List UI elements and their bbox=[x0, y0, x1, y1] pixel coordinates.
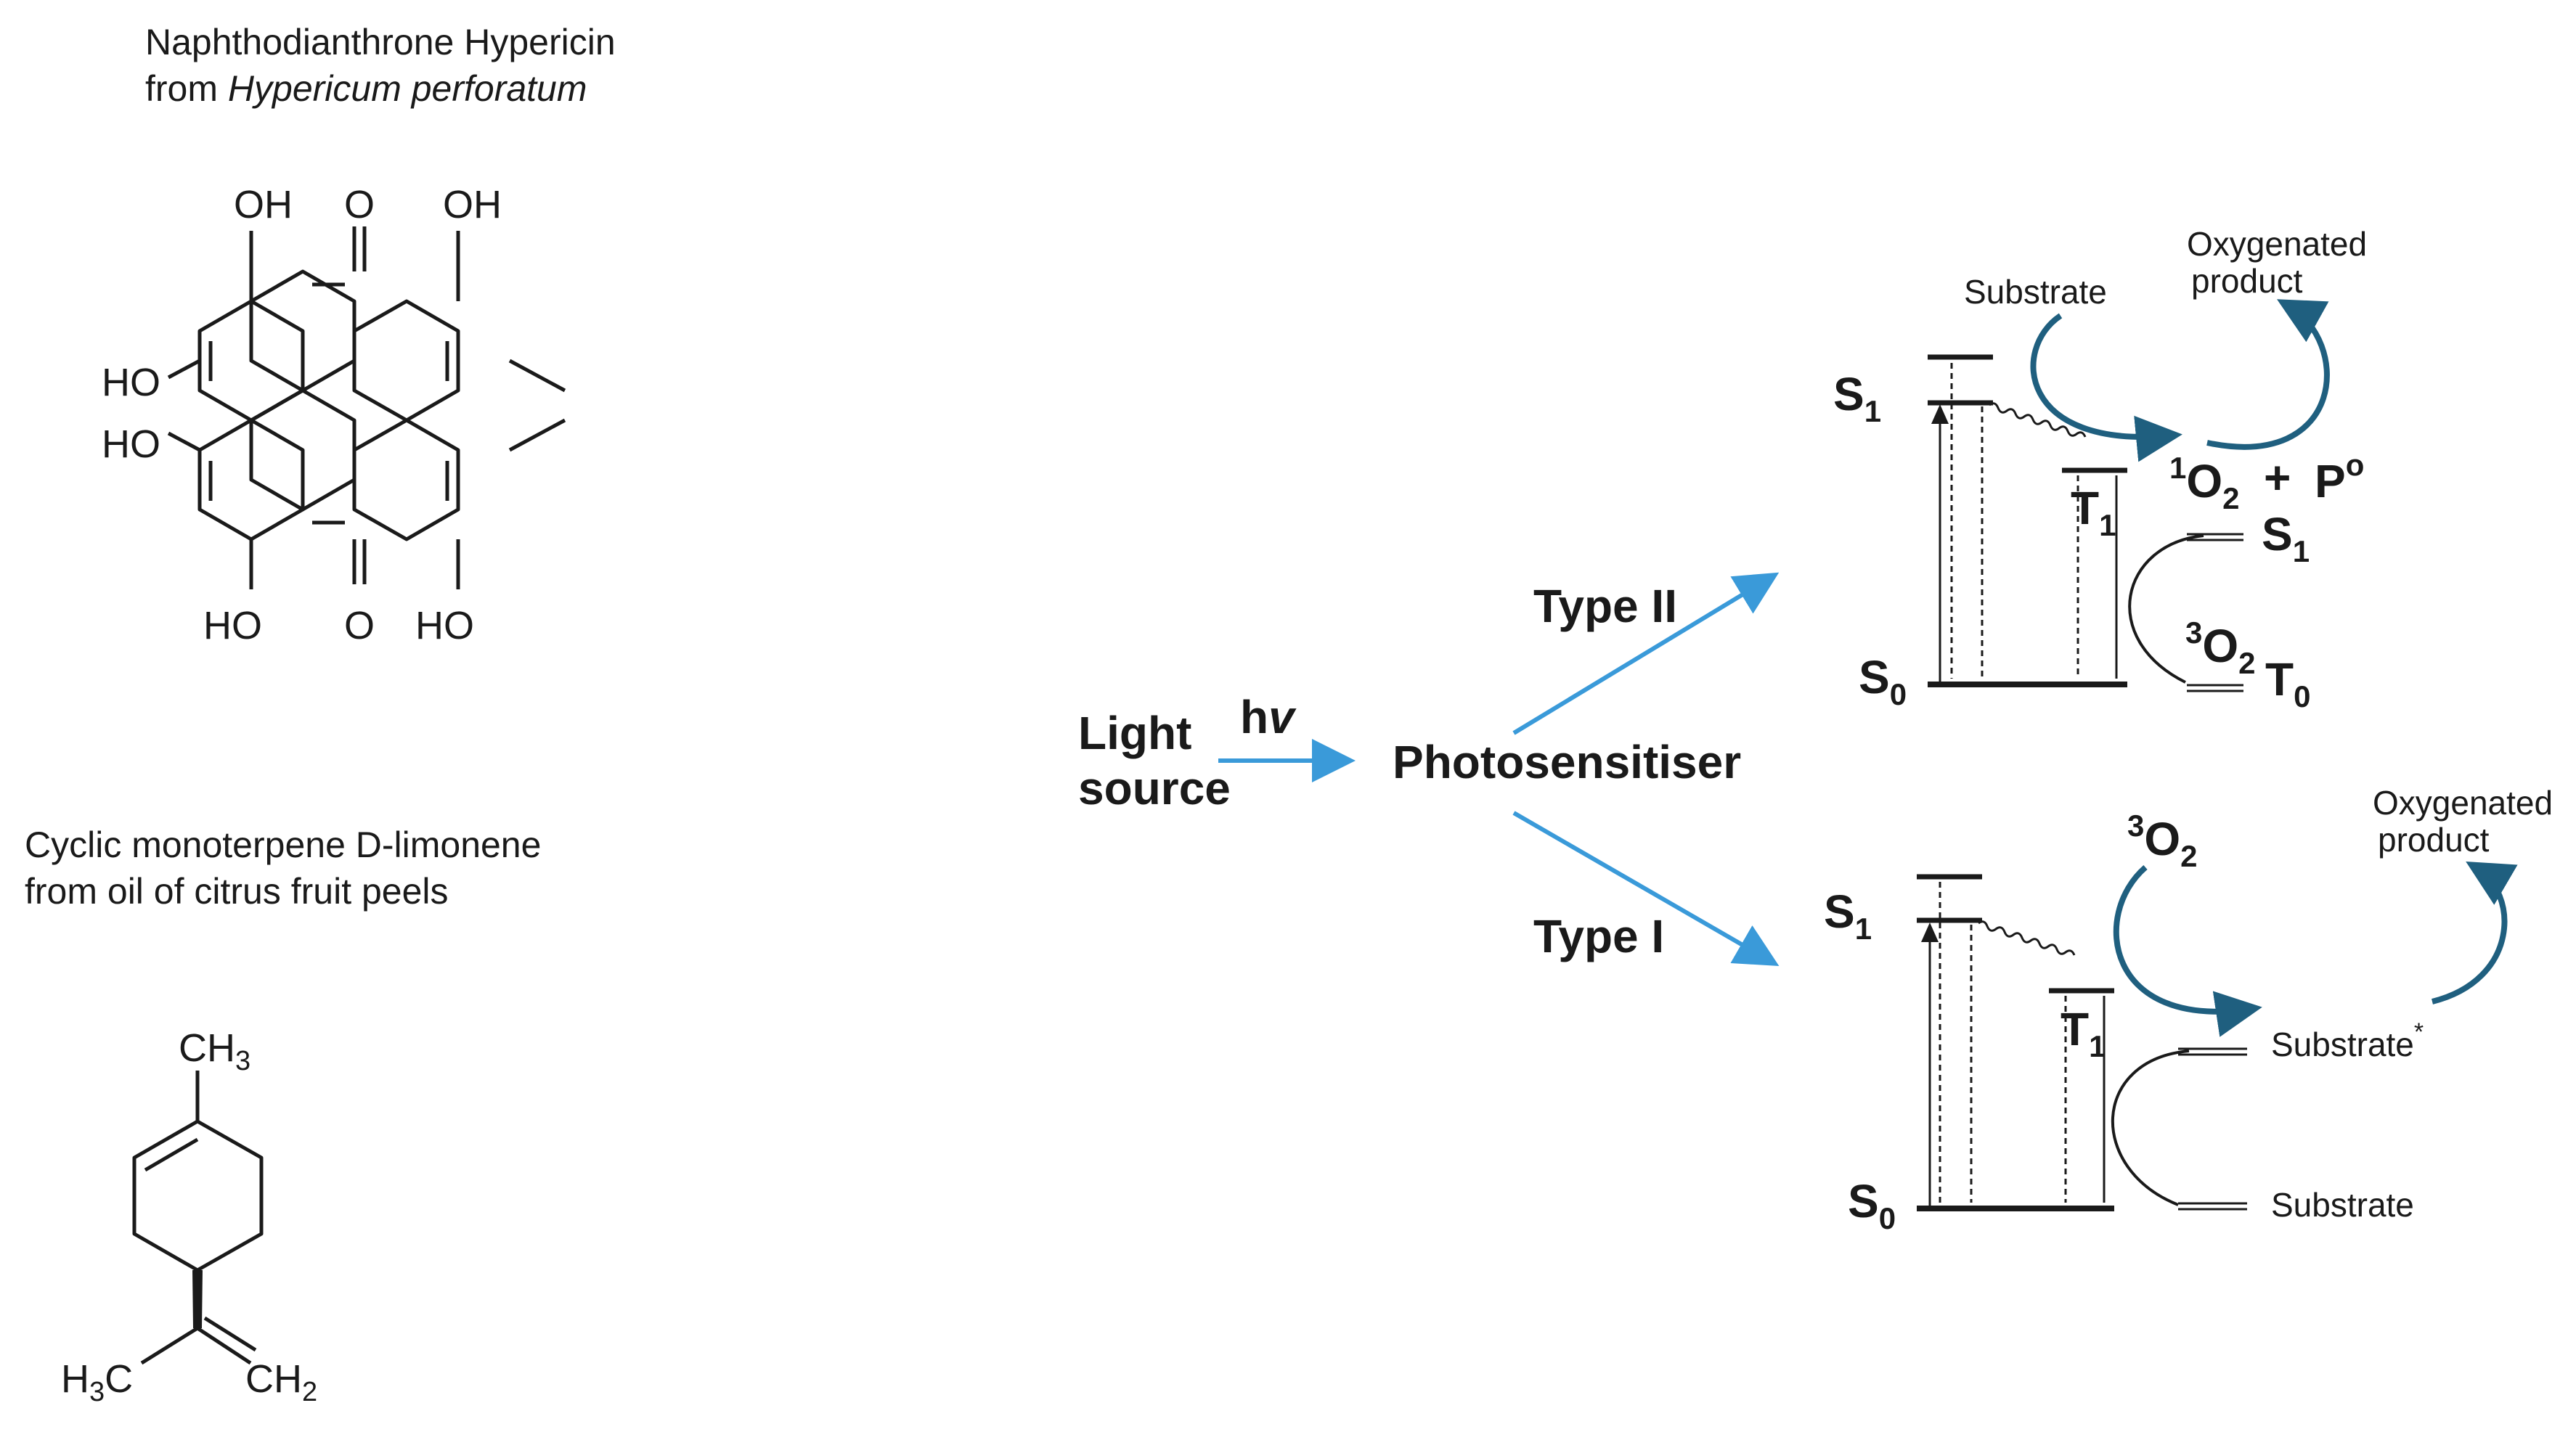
type1-triplet-o: O bbox=[2144, 813, 2180, 865]
type2-t0-t: T bbox=[2265, 653, 2294, 705]
type1-excited-substrate: Substrate* bbox=[2271, 1018, 2424, 1063]
type1-s0-label: S0 bbox=[1848, 1175, 1896, 1235]
type2-t1-t: T bbox=[2071, 482, 2099, 534]
type2-p-sup: o bbox=[2346, 448, 2365, 482]
hypericin-species-name: Hypericum perforatum bbox=[227, 68, 587, 109]
type2-singlet-sub: 2 bbox=[2222, 481, 2239, 515]
type1-s0-sub: 0 bbox=[1879, 1201, 1896, 1235]
type2-s1-s: S bbox=[1833, 368, 1864, 420]
limonene-ch3-c: C bbox=[179, 1026, 207, 1070]
type2-oxygenated-line1: Oxygenated bbox=[2187, 225, 2367, 263]
type2-ps-s1-sub: 1 bbox=[2293, 534, 2310, 568]
hypericin-caption: Naphthodianthrone Hypericin from Hyperic… bbox=[145, 19, 616, 112]
type1-triplet-sup: 3 bbox=[2127, 809, 2144, 843]
type1-arrow bbox=[1512, 811, 1780, 967]
limonene-ch2-sub: 2 bbox=[302, 1377, 317, 1407]
type2-triplet-oxygen: 3O2 bbox=[2185, 615, 2256, 680]
limonene-caption: Cyclic monoterpene D-limonene from oil o… bbox=[25, 822, 541, 915]
type2-substrate-cycle-arrow bbox=[2030, 313, 2182, 462]
hypericin-ho-lower-left: HO bbox=[102, 422, 160, 466]
type1-t1-sub: 1 bbox=[2089, 1029, 2106, 1063]
type2-product-cycle-arrow bbox=[2206, 299, 2330, 450]
type2-t1-label: T1 bbox=[2071, 482, 2116, 542]
limonene-ch3-sub: 3 bbox=[235, 1046, 250, 1076]
hypericin-o-bottom: O bbox=[344, 604, 375, 647]
type2-p: P bbox=[2315, 455, 2346, 507]
type2-s0-label: S0 bbox=[1859, 651, 1907, 711]
limonene-atom-labels: CH3 H3C CH2 bbox=[61, 1026, 317, 1407]
limonene-h3c-h: H bbox=[61, 1357, 89, 1401]
type1-triplet-oxygen: 3O2 bbox=[2127, 809, 2198, 873]
type2-label: Type II bbox=[1533, 580, 1677, 632]
type2-arrow bbox=[1512, 572, 1780, 735]
type1-oxygenated-line1: Oxygenated bbox=[2373, 784, 2553, 822]
type1-s1-s: S bbox=[1824, 885, 1855, 938]
limonene-ch2: CH2 bbox=[245, 1357, 317, 1407]
limonene-ch2-h: H bbox=[274, 1357, 302, 1401]
hypericin-ho-bottom-right: HO bbox=[415, 604, 474, 647]
type1-ground-substrate: Substrate bbox=[2271, 1186, 2414, 1224]
type2-t0-label: T0 bbox=[2265, 653, 2310, 713]
type1-triplet-sub: 2 bbox=[2180, 839, 2197, 873]
type2-s0-s: S bbox=[1859, 651, 1890, 703]
type1-product-cycle-arrow bbox=[2432, 861, 2518, 1005]
type1-label: Type I bbox=[1533, 910, 1664, 962]
limonene-caption-line1: Cyclic monoterpene D-limonene bbox=[25, 825, 542, 865]
type2-ps-s1-label: S1 bbox=[2262, 508, 2310, 568]
limonene-ch3: CH3 bbox=[179, 1026, 250, 1076]
type2-singlet-oxygen: 1O2 bbox=[2169, 451, 2240, 515]
type2-plus: + bbox=[2264, 451, 2291, 504]
type2-singlet-o: O bbox=[2186, 455, 2222, 507]
hypericin-o-top: O bbox=[344, 183, 375, 226]
type2-substrate-label: Substrate bbox=[1964, 273, 2107, 311]
limonene-h3c-c: C bbox=[105, 1357, 133, 1401]
limonene-ch3-h: H bbox=[207, 1026, 235, 1070]
type2-s0-sub: 0 bbox=[1890, 677, 1907, 711]
hv-h: h bbox=[1240, 691, 1268, 743]
hv-nu: v bbox=[1268, 691, 1297, 743]
type1-s1-label: S1 bbox=[1824, 885, 1872, 946]
central-scheme: Light source hv Photosensitiser Type II … bbox=[1078, 572, 1780, 967]
limonene-structure bbox=[132, 1071, 264, 1365]
hypericin-caption-prefix: from bbox=[145, 68, 228, 109]
type1-oxygen-cycle-arrow bbox=[2113, 864, 2262, 1037]
type1-s1-sub: 1 bbox=[1855, 912, 1872, 946]
type1-t1-t: T bbox=[2061, 1003, 2089, 1055]
type2-ps-s1-s: S bbox=[2262, 508, 2293, 560]
type2-t0-sub: 0 bbox=[2294, 679, 2310, 713]
hypericin-ho-bottom-left: HO bbox=[203, 604, 262, 647]
light-label-line2: source bbox=[1078, 762, 1231, 814]
type2-triplet-o: O bbox=[2202, 620, 2238, 672]
type1-t1-label: T1 bbox=[2061, 1003, 2106, 1063]
type2-oxygenated-line2: product bbox=[2191, 262, 2303, 300]
hypericin-oh-top-left: OH bbox=[234, 183, 293, 226]
type2-singlet-sup: 1 bbox=[2169, 451, 2186, 485]
hypericin-oh-top-right: OH bbox=[443, 183, 502, 226]
type1-excited-substrate-text: Substrate bbox=[2271, 1026, 2414, 1063]
type1-diagram: S1 S0 T1 3O2 Oxygenated product Substrat… bbox=[1824, 784, 2553, 1235]
type1-excited-star: * bbox=[2414, 1018, 2424, 1046]
limonene-caption-line2: from oil of citrus fruit peels bbox=[25, 871, 449, 912]
type2-t1-sub: 1 bbox=[2099, 508, 2116, 542]
photosensitiser-label: Photosensitiser bbox=[1393, 736, 1741, 788]
limonene-h3c: H3C bbox=[61, 1357, 133, 1407]
type1-s0-s: S bbox=[1848, 1175, 1879, 1227]
hypericin-structure bbox=[167, 226, 566, 589]
hv-label: hv bbox=[1240, 691, 1297, 743]
limonene-h3c-sub: 3 bbox=[89, 1377, 105, 1407]
light-label-line1: Light bbox=[1078, 707, 1191, 759]
hypericin-atom-labels: OH O OH HO HO HO O HO bbox=[102, 183, 502, 647]
type2-diagram: S1 S0 T1 Substrate Oxygenated product 1O… bbox=[1833, 225, 2367, 713]
type2-triplet-sup: 3 bbox=[2185, 615, 2202, 650]
hypericin-caption-line2: from Hypericum perforatum bbox=[145, 65, 616, 112]
type2-p-label: Po bbox=[2315, 448, 2364, 507]
type2-s1-label: S1 bbox=[1833, 368, 1881, 428]
type2-triplet-sub: 2 bbox=[2238, 646, 2255, 680]
hypericin-caption-line1: Naphthodianthrone Hypericin bbox=[145, 22, 616, 62]
type1-oxygenated-line2: product bbox=[2378, 821, 2490, 859]
limonene-ch2-c: C bbox=[245, 1357, 274, 1401]
hypericin-ho-upper-left: HO bbox=[102, 361, 160, 404]
type2-s1-sub: 1 bbox=[1864, 394, 1881, 428]
